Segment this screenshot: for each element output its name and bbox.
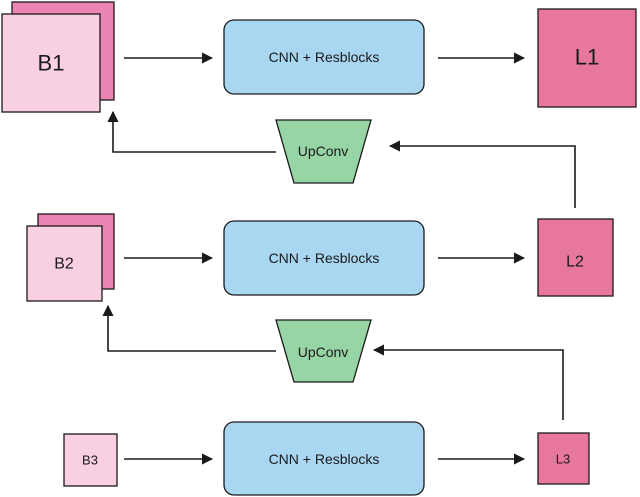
block-cnn-resblocks-1: CNN + Resblocks — [223, 19, 425, 95]
input-b2-label: B2 — [54, 256, 74, 273]
input-b2-front-square — [26, 225, 103, 302]
input-b1: B1 — [1, 1, 115, 113]
upconv-1-label: UpConv — [298, 143, 349, 159]
arrow-upconv2-to-b2 — [102, 304, 276, 352]
upconv-1-trapezoid — [275, 119, 372, 184]
output-l2: L2 — [537, 218, 614, 297]
block-cnn-resblocks-2: CNN + Resblocks — [223, 220, 425, 296]
upconv-2-label: UpConv — [298, 344, 349, 360]
output-l1-label: L1 — [575, 45, 599, 70]
input-b1-front-square — [1, 13, 101, 113]
output-l2-label: L2 — [566, 254, 584, 271]
block-1-box — [223, 19, 425, 95]
input-b2: B2 — [26, 213, 115, 302]
output-l3: L3 — [537, 432, 590, 485]
input-b3-square — [63, 433, 118, 487]
output-l2-square — [537, 218, 614, 297]
input-b1-label: B1 — [38, 51, 65, 76]
block-3-box — [223, 421, 425, 496]
arrow-l2-to-upconv1 — [388, 140, 576, 208]
block-1-label: CNN + Resblocks — [269, 49, 380, 65]
output-l3-square — [537, 432, 590, 485]
output-l1-square — [537, 8, 637, 108]
output-l3-label: L3 — [556, 452, 570, 467]
arrow-upconv1-to-b1 — [107, 110, 276, 153]
upconv-2: UpConv — [275, 319, 372, 383]
upconv-2-trapezoid — [275, 319, 372, 383]
block-2-label: CNN + Resblocks — [269, 250, 380, 266]
block-cnn-resblocks-3: CNN + Resblocks — [223, 421, 425, 496]
input-b3-label: B3 — [82, 453, 98, 468]
output-l1: L1 — [537, 8, 637, 108]
arrow-l3-to-upconv2 — [372, 344, 564, 420]
input-b3: B3 — [63, 433, 118, 487]
upconv-1: UpConv — [275, 119, 372, 184]
block-2-box — [223, 220, 425, 296]
block-3-label: CNN + Resblocks — [269, 451, 380, 467]
